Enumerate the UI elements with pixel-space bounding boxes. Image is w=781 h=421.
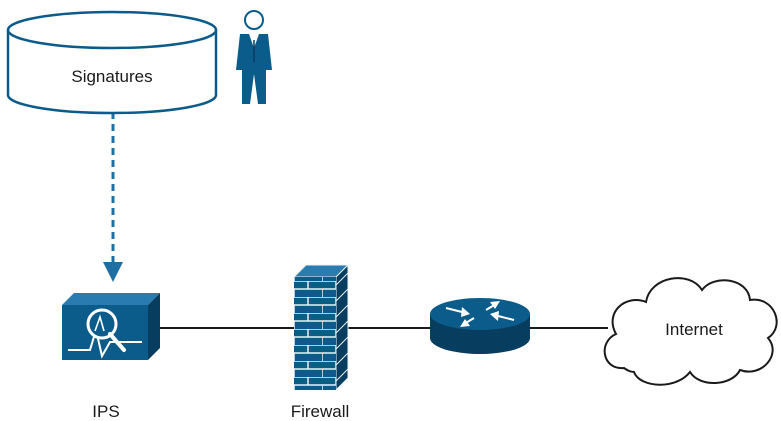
cloud-icon: [603, 277, 778, 386]
ips-label: IPS: [92, 402, 119, 421]
router-icon: [430, 298, 530, 354]
signature-update-arrow: [103, 112, 123, 282]
signatures-label: Signatures: [71, 67, 152, 86]
firewall-brick-wall-icon: [292, 263, 350, 392]
firewall-label: Firewall: [291, 402, 350, 421]
database-cylinder-icon: [6, 10, 218, 115]
person-icon: [236, 10, 272, 104]
ips-sensor-icon: [62, 293, 160, 360]
internet-label: Internet: [665, 320, 723, 339]
